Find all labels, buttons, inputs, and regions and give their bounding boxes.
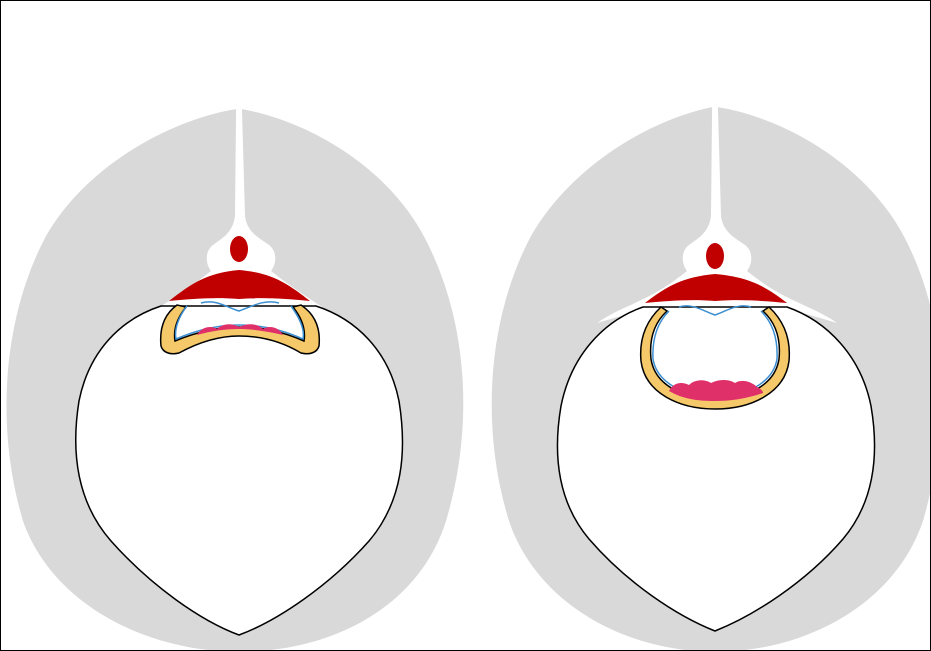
diagram-right	[481, 1, 931, 651]
panel-left	[1, 1, 481, 651]
panel-right	[481, 1, 931, 651]
neural-tube	[706, 243, 724, 269]
diagram-left	[1, 1, 481, 651]
neural-tube	[230, 236, 248, 262]
